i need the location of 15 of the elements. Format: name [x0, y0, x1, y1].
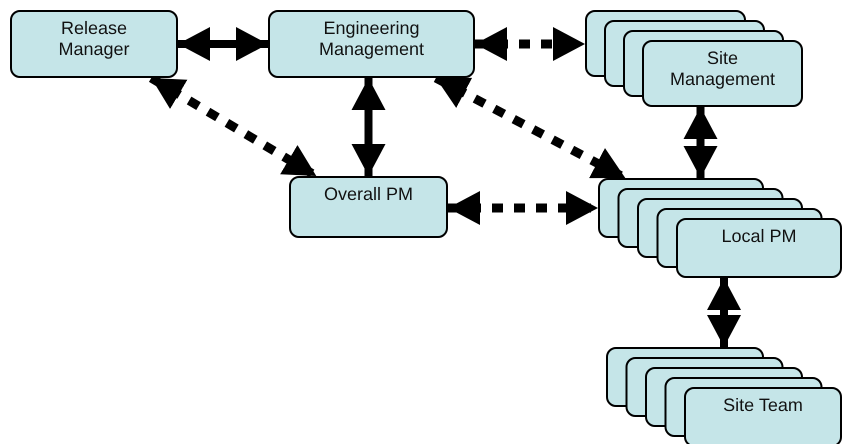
box-label: Release Manager — [58, 18, 130, 59]
box-label: Engineering Management — [318, 18, 424, 59]
box-label: Overall PM — [324, 184, 413, 204]
double-headed-arrow — [684, 107, 718, 178]
process-box — [268, 10, 475, 78]
double-headed-arrow — [707, 278, 741, 347]
double-headed-arrow — [448, 191, 598, 225]
box-label: Local PM — [721, 226, 797, 246]
process-box — [289, 176, 448, 238]
double-headed-arrow — [475, 27, 585, 61]
box-label: Site Team — [723, 395, 803, 415]
double-headed-arrow — [178, 27, 268, 61]
box-label: Site Management — [670, 48, 776, 89]
process-box — [10, 10, 178, 78]
double-headed-arrow — [352, 78, 386, 176]
